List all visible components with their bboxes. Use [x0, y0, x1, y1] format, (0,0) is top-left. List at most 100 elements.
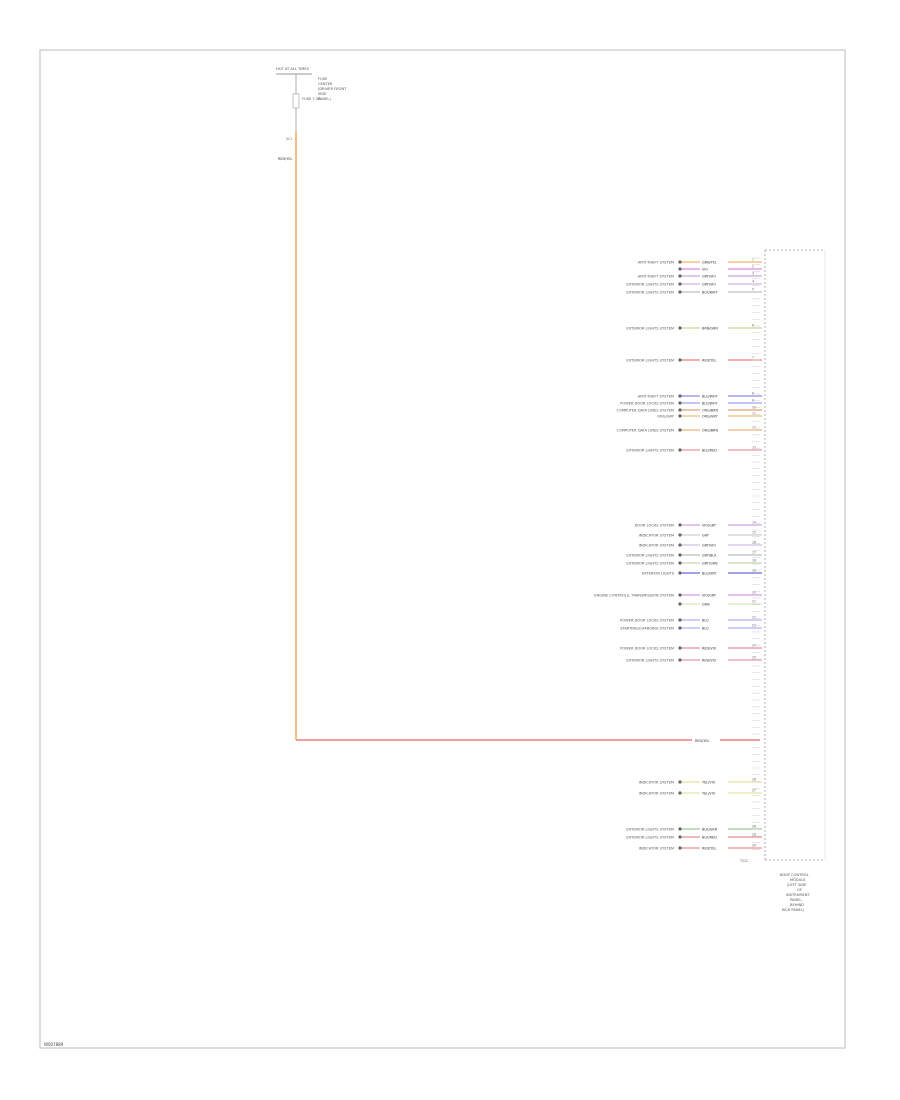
wire-tag-bg	[700, 532, 728, 538]
pin-number: 14	[752, 521, 756, 525]
fuse-desc-line-4: SIDE	[318, 92, 327, 96]
wire-tag-bg	[700, 845, 728, 851]
diagram-code: W007889	[44, 1042, 64, 1047]
connector-dot	[678, 561, 682, 565]
connection-30: RED/YEL INDICATOR SYSTEM 30	[639, 844, 762, 851]
destination-label: EXTERIOR LIGHTS SYSTEM	[626, 658, 674, 662]
destination-label: EXTERIOR LIGHTS SYSTEM	[626, 448, 674, 452]
wire-tag-bg	[700, 427, 728, 433]
wire-tag-bg	[700, 413, 728, 419]
wire-color-label: RED/VIO	[702, 658, 717, 662]
destination-label: EXTERIOR LIGHTS SYSTEM	[626, 326, 674, 330]
wire-tag-bg	[700, 357, 728, 363]
pin-number: 16	[752, 541, 756, 545]
wire-color-label: BLU/GRY	[702, 571, 717, 575]
fuse-pin-label: SC1	[286, 137, 292, 141]
pin-number: 21	[752, 600, 756, 604]
pin-number: 19	[752, 569, 756, 573]
destination-label: POWER DOOR LOCKS SYSTEM	[620, 618, 674, 622]
destination-label: INDICATOR SYSTEM	[639, 791, 674, 795]
wire-tag-bg	[700, 570, 728, 576]
wire-tag-bg	[700, 289, 728, 295]
pin-number: 30	[752, 844, 756, 848]
pin-number: 22	[752, 616, 756, 620]
fuse-rating-label: FUSE 7.5A	[302, 97, 321, 101]
wire-color-label: GRN	[702, 602, 710, 606]
pin-number: 23	[752, 624, 756, 628]
fuse-desc-line-3: (DRIVER FRONT	[318, 87, 347, 91]
destination-label: ANTI-THEFT SYSTEM	[638, 260, 674, 264]
wire-color-label: VIO/GRY	[702, 523, 717, 527]
wire-color-label: GRY/BLK	[702, 553, 717, 557]
module-name-line-8: KICK PANEL)	[782, 908, 805, 912]
wire-tag-bg	[700, 522, 728, 528]
pin-number: 3	[752, 272, 754, 276]
wire-color-label: BLK/GRN	[702, 827, 718, 831]
pin-number: 29	[752, 833, 756, 837]
connector-dot	[678, 618, 682, 622]
wire-tag-bg	[700, 645, 728, 651]
fuse-desc-line-1: FUSE	[318, 77, 328, 81]
wire-color-label: GRY/VIO	[702, 543, 716, 547]
fuse-desc-line-2: CENTER	[318, 82, 333, 86]
pin-number: 26	[752, 778, 756, 782]
destination-label: POWER DOOR LOCKS SYSTEM	[620, 401, 674, 405]
pin-number: 7	[752, 356, 754, 360]
module-name-line-4: OF	[797, 888, 802, 892]
fuse-desc-line-5: PANEL)	[318, 97, 331, 101]
wire-color-label: YEL/VIO	[702, 791, 716, 795]
connector-dot	[678, 267, 682, 271]
destination-label: EXTERIOR LIGHTS SYSTEM	[626, 835, 674, 839]
wire-color-label: VIO/GRY	[702, 593, 717, 597]
wire-color-label: ORG/GRY	[702, 414, 719, 418]
destination-label: ANTI-THEFT SYSTEM	[638, 274, 674, 278]
wire-color-label: BLU	[702, 626, 709, 630]
wire-color-label: BLU/WHT	[702, 401, 719, 405]
pin-number: 11	[752, 412, 756, 416]
module-name-line-6: PANEL,	[790, 898, 803, 902]
wire-color-label: BRN/GRN	[702, 326, 718, 330]
wire-color-label: RED/VIO	[702, 646, 717, 650]
connection-21: GRN 21	[678, 600, 762, 607]
module-name-line-7: BEHIND	[790, 903, 804, 907]
power-source: HOT AT ALL TIMES FUSE 7.5A FUSE CENTER (…	[276, 67, 347, 161]
module-name-line-1: BODY CONTROL	[780, 873, 809, 877]
body-control-module: T52C BODY CONTROL MODULE (LEFT SIDE OF I…	[739, 249, 826, 912]
destination-label: EXTERIOR LIGHTS SYSTEM	[626, 553, 674, 557]
wire-tag-bg	[700, 552, 728, 558]
destination-label: INDICATOR SYSTEM	[639, 846, 674, 850]
wire-tag-bg	[700, 273, 728, 279]
wire-color-label: YEL/VIO	[702, 780, 716, 784]
connector-dot	[678, 394, 682, 398]
module-name-line-3: (LEFT SIDE	[787, 883, 807, 887]
wire-color-label: BLK/WHT	[702, 290, 718, 294]
wire-tag-bg	[700, 400, 728, 406]
wire-color-label: RED/YEL	[702, 846, 716, 850]
connector-dot	[678, 626, 682, 630]
pin-number: 2	[752, 265, 754, 269]
connector-dot	[678, 593, 682, 597]
destination-label: EXTERIOR LIGHTS SYSTEM	[626, 358, 674, 362]
wire-tag-bg	[700, 407, 728, 413]
